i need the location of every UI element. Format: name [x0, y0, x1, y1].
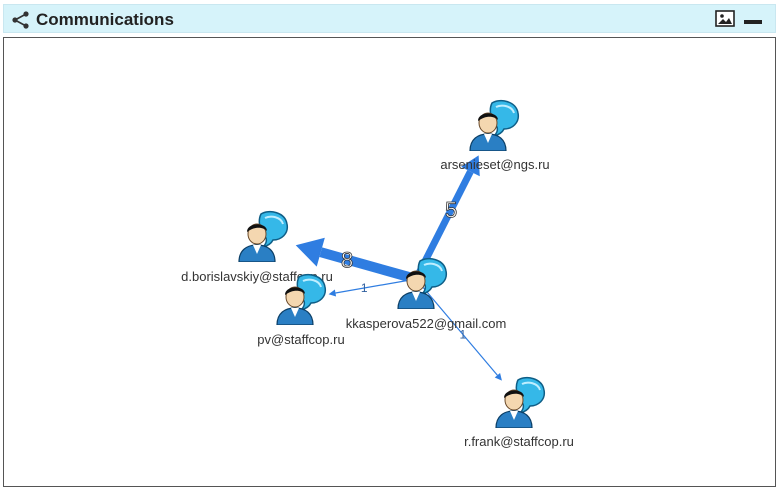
widget-title: Communications	[36, 10, 174, 29]
edge-count-label: 1	[361, 281, 368, 295]
edge-count-label: 5	[445, 198, 457, 223]
graph-node-pv[interactable]: pv@staffcop.ru	[257, 273, 345, 347]
edge-count-label: 1	[459, 327, 466, 341]
widget-header: Communications	[3, 4, 776, 33]
user-avatar-icon[interactable]	[397, 257, 448, 309]
graph-node-arsenieset[interactable]: arsenieset@ngs.ru	[440, 99, 550, 172]
edge-arrowhead	[461, 155, 480, 177]
graph-node-rfrank[interactable]: r.frank@staffcop.ru	[464, 376, 574, 449]
edge-line	[415, 278, 498, 376]
graph-node-dborislavskiy[interactable]: d.borislavskiy@staffcop.ru	[181, 210, 333, 284]
node-label: pv@staffcop.ru	[257, 332, 344, 347]
node-label: d.borislavskiy@staffcop.ru	[181, 269, 333, 284]
user-avatar-icon[interactable]	[238, 210, 289, 262]
edge-arrowhead	[295, 237, 325, 267]
edge-arrowhead	[328, 289, 337, 297]
minimize-icon[interactable]	[744, 20, 762, 24]
node-label: arsenieset@ngs.ru	[440, 157, 549, 172]
edge-count-label: 8	[341, 248, 353, 273]
graph-node-kkasperova[interactable]: kkasperova522@gmail.com	[346, 257, 507, 331]
edge-arrowhead	[494, 373, 502, 381]
edge-line	[335, 278, 417, 294]
node-label: kkasperova522@gmail.com	[346, 316, 507, 331]
node-label: r.frank@staffcop.ru	[464, 434, 574, 449]
image-icon[interactable]	[715, 10, 735, 27]
user-avatar-icon[interactable]	[469, 99, 520, 151]
user-avatar-icon[interactable]	[495, 376, 546, 428]
edge-line	[319, 247, 418, 284]
share-graph-icon	[12, 11, 29, 29]
